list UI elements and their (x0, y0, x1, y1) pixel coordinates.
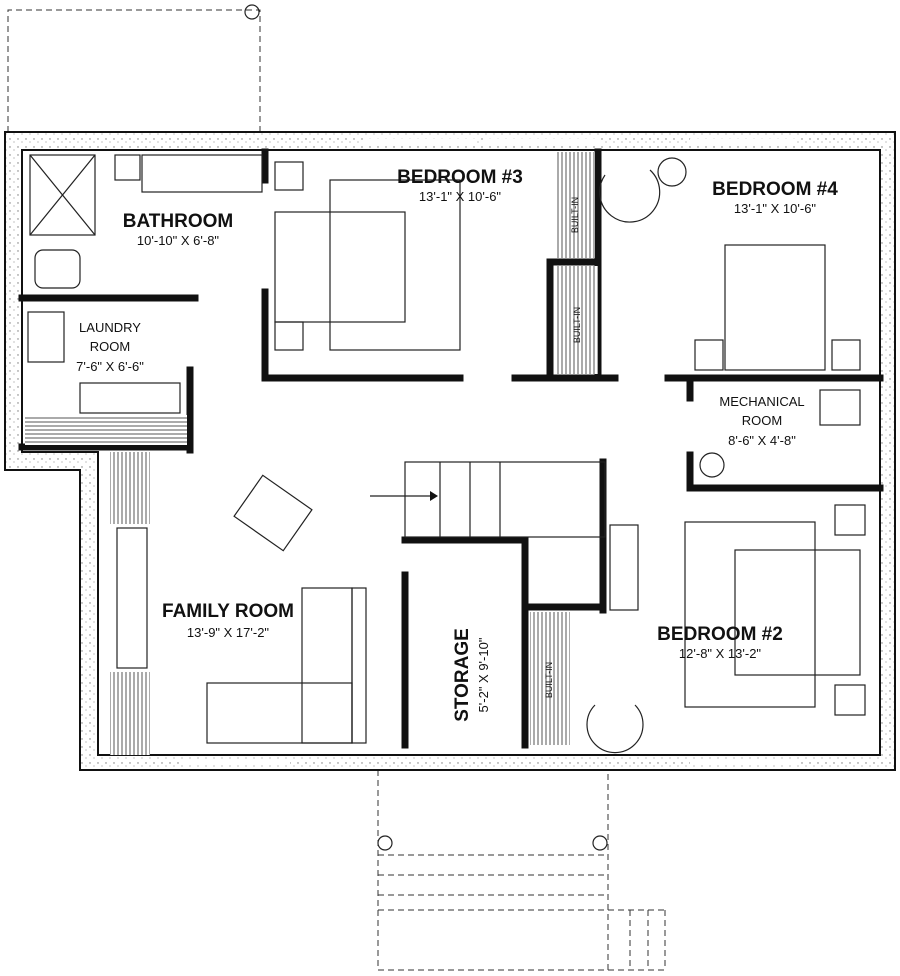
exterior-wall (4, 131, 896, 771)
built-in-closet (530, 612, 570, 745)
room-label-laundry: ROOM (90, 339, 130, 354)
front-steps (377, 770, 666, 971)
built-in-label: BUILT-IN (544, 662, 554, 698)
room-label-laundry: LAUNDRY (79, 320, 141, 335)
built-in-label: BUILT-IN (572, 307, 582, 343)
built-in-closet (555, 152, 595, 258)
room-dims-bathroom: 10'-10" X 6'-8" (137, 233, 220, 248)
window-well (110, 672, 150, 755)
room-dims-bedroom2: 12'-8" X 13'-2" (679, 646, 762, 661)
room-label-mechanical: ROOM (742, 413, 782, 428)
room-dims-laundry: 7'-6" X 6'-6" (76, 359, 144, 374)
room-dims-bedroom4: 13'-1" X 10'-6" (734, 201, 817, 216)
room-label-storage: STORAGE (452, 628, 473, 722)
window-well (110, 452, 150, 524)
rear-deck (7, 4, 261, 132)
room-label-bedroom2: BEDROOM #2 (657, 624, 783, 645)
room-dims-mechanical: 8'-6" X 4'-8" (728, 433, 796, 448)
room-label-mechanical: MECHANICAL (719, 394, 804, 409)
windows (185, 138, 800, 765)
built-in-label: BUILT-IN (570, 197, 580, 233)
stairs (370, 461, 606, 538)
room-label-family: FAMILY ROOM (162, 601, 294, 622)
room-dims-bedroom3: 13'-1" X 10'-6" (419, 189, 502, 204)
laundry-shelf (25, 415, 187, 445)
room-label-bedroom3: BEDROOM #3 (397, 167, 523, 188)
interior-walls (18, 148, 884, 749)
room-label-bathroom: BATHROOM (123, 211, 233, 232)
fixtures (27, 154, 866, 754)
room-dims-storage: 5'-2" X 9'-10" (476, 637, 491, 712)
room-dims-family: 13'-9" X 17'-2" (187, 625, 270, 640)
built-in-closet (556, 266, 598, 374)
room-label-bedroom4: BEDROOM #4 (712, 179, 838, 200)
